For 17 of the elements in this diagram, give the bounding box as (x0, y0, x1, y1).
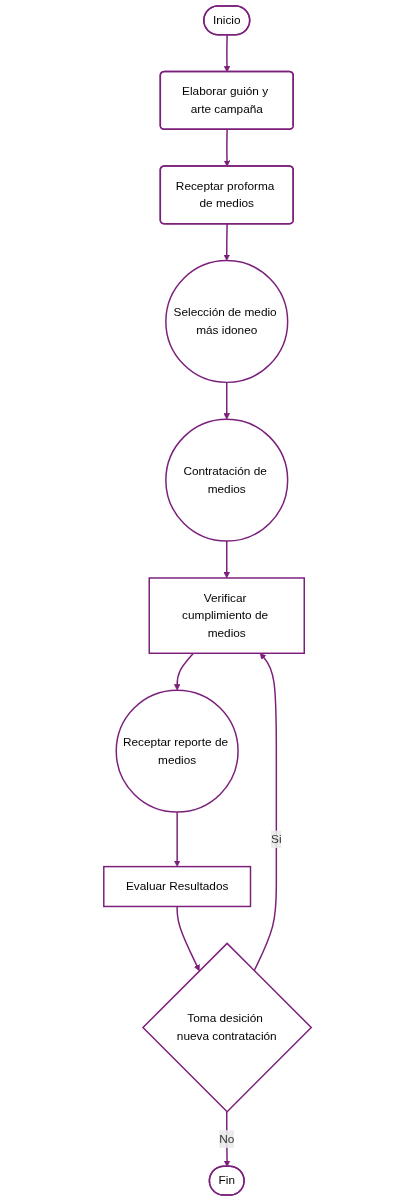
arrow (223, 223, 230, 261)
arrow (223, 540, 230, 579)
arrow (176, 905, 200, 972)
edge-label: Si (271, 832, 282, 846)
arrow (223, 381, 230, 420)
node-circle: Receptar reporte de medios (115, 689, 239, 813)
node-box: Verificar cumplimiento de medios (148, 577, 305, 654)
arrow (223, 34, 231, 73)
arrow (253, 653, 278, 972)
node-diamond: Toma desición nueva contratación (141, 942, 313, 1113)
node-circle: Selección de medio más idoneo (165, 259, 289, 384)
node-box: Evaluar Resultados (103, 865, 252, 908)
arrow (173, 811, 181, 867)
edge-label: No (219, 1132, 235, 1145)
arrow (223, 128, 231, 167)
node-circle: Contratación de medios (165, 418, 289, 542)
arrow (173, 652, 195, 691)
